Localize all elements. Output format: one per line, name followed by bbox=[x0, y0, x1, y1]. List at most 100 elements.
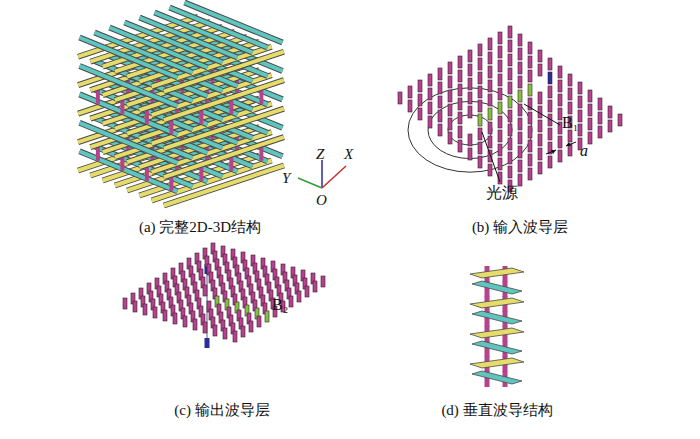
rod-post bbox=[608, 120, 612, 132]
rod-post bbox=[438, 96, 442, 108]
subfigure-caption: (b) 输入波导层 bbox=[472, 219, 568, 236]
rod-post bbox=[478, 142, 482, 154]
rod-post bbox=[538, 120, 542, 132]
rod-post bbox=[478, 100, 482, 112]
rod-post bbox=[578, 96, 582, 108]
subfigure-caption: (c) 输出波导层 bbox=[174, 402, 269, 419]
rod-post bbox=[528, 70, 532, 82]
rod-post bbox=[468, 50, 472, 62]
cyan-rod bbox=[80, 38, 178, 78]
rod-post bbox=[305, 286, 309, 297]
rod-post bbox=[558, 66, 562, 78]
rod-post bbox=[241, 326, 245, 337]
part-label: B₁ bbox=[562, 114, 578, 132]
rod-post bbox=[213, 325, 217, 336]
rod-post bbox=[548, 72, 552, 84]
rod-post bbox=[528, 112, 532, 124]
rod-post bbox=[458, 56, 462, 68]
rod-post bbox=[518, 146, 522, 158]
rod-post bbox=[498, 130, 502, 142]
rod-post bbox=[508, 54, 512, 66]
rod-post bbox=[568, 130, 572, 142]
rod-post bbox=[488, 66, 492, 78]
rod-post bbox=[123, 298, 127, 309]
rod-post bbox=[498, 32, 502, 44]
rod-post bbox=[498, 102, 502, 114]
rod-post bbox=[538, 134, 542, 146]
rod-post bbox=[468, 134, 472, 146]
rod-post bbox=[598, 126, 602, 138]
rod-post bbox=[153, 307, 157, 318]
rod-post bbox=[538, 64, 542, 76]
part-label: 光源 bbox=[486, 184, 518, 202]
subfigure-caption: (a) 完整2D-3D结构 bbox=[139, 219, 261, 236]
rod-post bbox=[448, 104, 452, 116]
rod-post bbox=[418, 94, 422, 106]
rod-post bbox=[438, 68, 442, 80]
rod-post bbox=[488, 108, 492, 120]
rod-post bbox=[558, 94, 562, 106]
rod-post bbox=[313, 281, 317, 292]
cyan-bar bbox=[472, 311, 522, 324]
wave-ring bbox=[408, 88, 532, 172]
rod-post bbox=[478, 72, 482, 84]
rod-post bbox=[448, 90, 452, 102]
rod-post bbox=[528, 140, 532, 152]
rod-post bbox=[588, 132, 592, 144]
rod-post bbox=[548, 100, 552, 112]
rod-post bbox=[568, 88, 572, 100]
rod-post bbox=[289, 296, 293, 307]
arrowhead bbox=[566, 142, 571, 146]
rod-post bbox=[508, 152, 512, 164]
rod-post bbox=[558, 136, 562, 148]
rod-post bbox=[488, 136, 492, 148]
rod-post bbox=[488, 80, 492, 92]
rod-post bbox=[163, 310, 167, 321]
rod-post bbox=[468, 148, 472, 160]
rod-post bbox=[468, 92, 472, 104]
rod-post bbox=[223, 328, 227, 339]
rod-post bbox=[508, 96, 512, 108]
rod-post bbox=[478, 156, 482, 168]
rod-post bbox=[558, 150, 562, 162]
rod-post bbox=[173, 313, 177, 324]
rod-post bbox=[428, 88, 432, 100]
y-axis bbox=[298, 178, 322, 188]
rod-post bbox=[438, 124, 442, 136]
rod-post bbox=[408, 86, 412, 98]
rod-post bbox=[598, 98, 602, 110]
rod-post bbox=[468, 106, 472, 118]
rod-post bbox=[458, 140, 462, 152]
rod-post bbox=[568, 74, 572, 86]
rod-post bbox=[418, 108, 422, 120]
rod-post bbox=[468, 78, 472, 90]
dimension-label: a bbox=[580, 142, 588, 160]
yellow-bar bbox=[470, 298, 524, 308]
rod-post bbox=[297, 291, 301, 302]
rod-post bbox=[408, 100, 412, 112]
rod-post bbox=[548, 128, 552, 140]
rod-post bbox=[538, 162, 542, 174]
rod-post bbox=[518, 62, 522, 74]
rod-post bbox=[428, 116, 432, 128]
rod-post bbox=[508, 40, 512, 52]
rod-post bbox=[438, 110, 442, 122]
rod-post bbox=[448, 118, 452, 130]
rod-post bbox=[203, 285, 207, 296]
blue-post bbox=[205, 338, 210, 348]
rod-post bbox=[458, 70, 462, 82]
yellow-bar bbox=[470, 358, 524, 368]
rod-post bbox=[508, 124, 512, 136]
rod-post bbox=[548, 86, 552, 98]
rod-post bbox=[578, 110, 582, 122]
rod-post bbox=[558, 80, 562, 92]
rod-post bbox=[588, 104, 592, 116]
rod-post bbox=[498, 74, 502, 86]
rod-post bbox=[498, 144, 502, 156]
rod-post bbox=[478, 58, 482, 70]
rod-post bbox=[518, 132, 522, 144]
rod-post bbox=[508, 110, 512, 122]
rod-post bbox=[133, 301, 137, 312]
rod-post bbox=[518, 48, 522, 60]
